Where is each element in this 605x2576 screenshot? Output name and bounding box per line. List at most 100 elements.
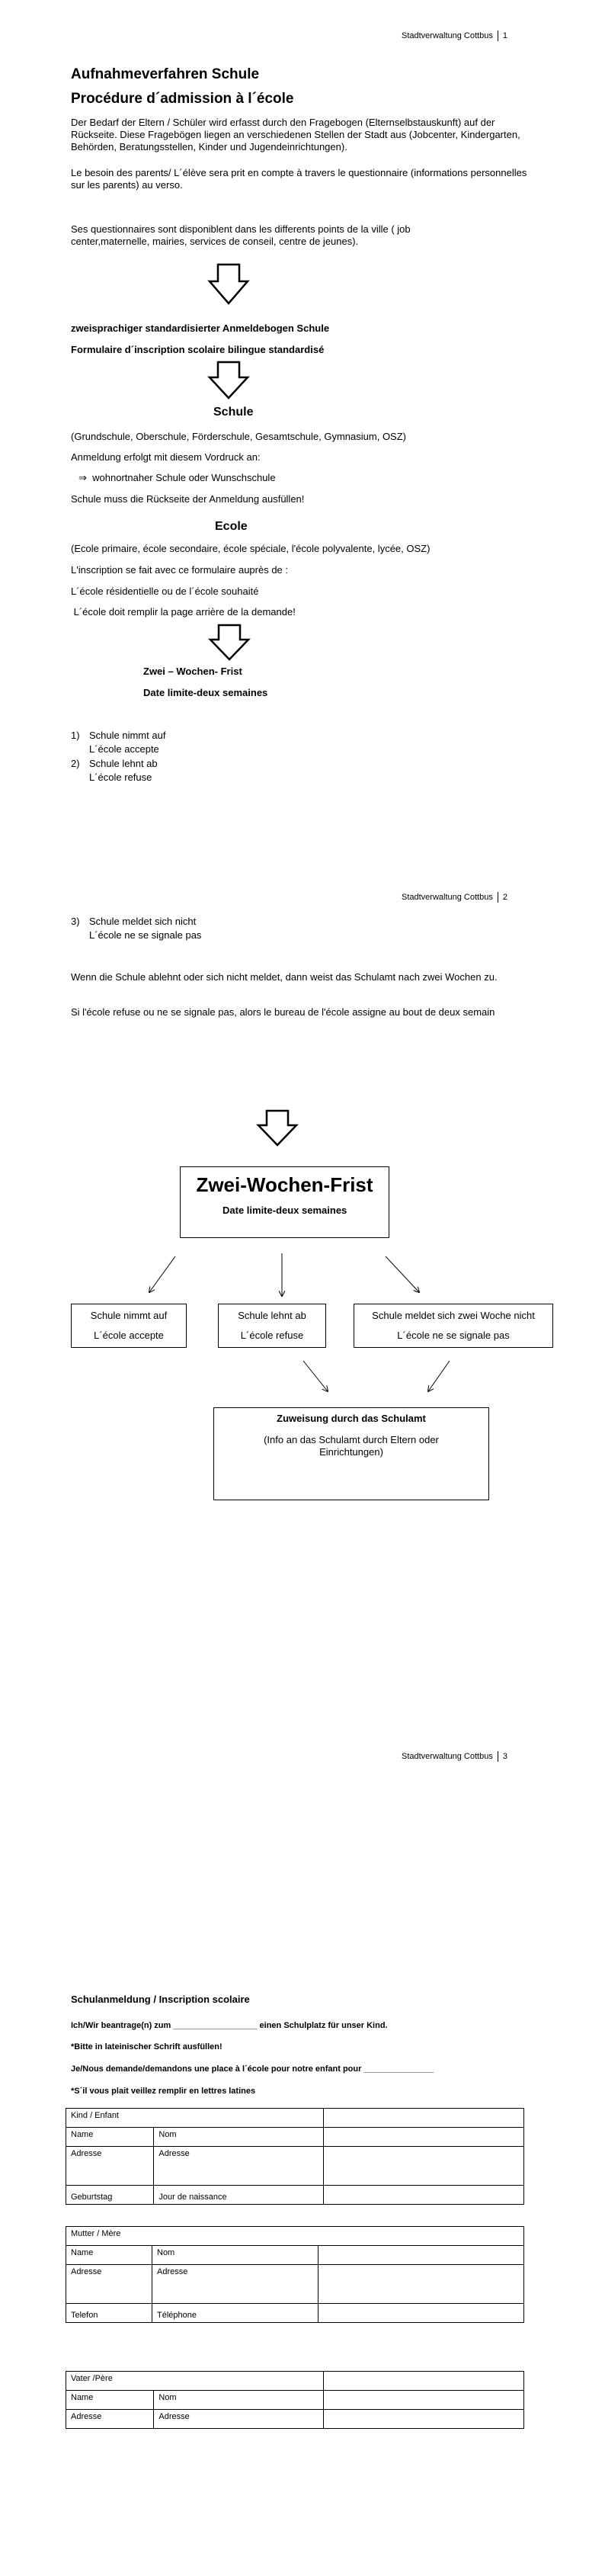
list-text-de: Schule lehnt ab (89, 758, 158, 769)
field-label-fr: Jour de naissance (153, 2185, 324, 2205)
down-arrow-icon (256, 1109, 299, 1147)
table-header: Mutter / Mère (66, 2226, 524, 2246)
office-name: Stadtverwaltung Cottbus (402, 1751, 493, 1761)
field-label-fr: Adresse (153, 2146, 324, 2186)
down-arrow-icon (207, 263, 250, 305)
ecole-line1: L'inscription se fait avec ce formulaire… (71, 564, 289, 576)
field-label-fr: Nom (152, 2245, 319, 2265)
availability-fr: Ses questionnaires sont disponiblent dan… (71, 223, 411, 247)
list-item: 2) Schule lehnt ab (71, 758, 158, 770)
field-label-de: Adresse (66, 2264, 152, 2304)
outcome-box: Schule lehnt ab L´école refuse (218, 1304, 326, 1348)
office-name: Stadtverwaltung Cottbus (402, 30, 493, 40)
schule-line3: Schule muss die Rückseite der Anmeldung … (71, 493, 305, 505)
page-header: Stadtverwaltung Cottbus 3 (402, 1751, 507, 1762)
outcome-fr: L´école accepte (94, 1330, 164, 1341)
field-label-de: Name (65, 2390, 155, 2410)
field-label-de: Name (66, 2245, 152, 2265)
intro-fr: Le besoin des parents/ L´élève sera prit… (71, 167, 527, 191)
outcome-box: Schule meldet sich zwei Woche nicht L´éc… (354, 1304, 553, 1348)
schule-bullet-text: wohnortnaher Schule oder Wunschschule (92, 472, 276, 483)
field-label-de: Geburtstag (65, 2185, 155, 2205)
list-item: 3) Schule meldet sich nicht (71, 916, 196, 928)
table-header: Vater /Père (66, 2371, 324, 2391)
page-number: 2 (502, 892, 507, 902)
schule-heading: Schule (213, 406, 254, 419)
outcome-box: Schule nimmt auf L´école accepte (71, 1304, 187, 1348)
list-text-de: Schule meldet sich nicht (89, 916, 197, 927)
list-text-fr: L´école accepte (89, 743, 159, 755)
table-header: Kind / Enfant (66, 2108, 324, 2128)
form-name-de: zweisprachiger standardisierter Anmeldeb… (71, 322, 330, 334)
schule-bullet: ⇒ wohnortnaher Schule oder Wunschschule (78, 472, 276, 484)
outcome-fr: L´école ne se signale pas (397, 1330, 510, 1341)
outcome-fr: L´école refuse (240, 1330, 304, 1341)
field-label-de: Name (65, 2127, 155, 2147)
list-item: 1) Schule nimmt auf (71, 730, 165, 742)
field-label-fr: Nom (153, 2127, 324, 2147)
form-line3: Je/Nous demande/demandons une place à l´… (71, 2064, 434, 2074)
arrow-bullet-icon: ⇒ (78, 472, 87, 483)
field-label-fr: Adresse (153, 2409, 324, 2429)
zuweisung-title: Zuweisung durch das Schulamt (277, 1413, 426, 1424)
frist-box: Zwei-Wochen-Frist Date limite-deux semai… (180, 1166, 389, 1238)
paragraph-fr: Si l'école refuse ou ne se signale pas, … (71, 1006, 495, 1018)
page-number: 3 (502, 1751, 507, 1761)
field-label-fr: Téléphone (152, 2303, 319, 2323)
field-label-de: Adresse (65, 2409, 155, 2429)
list-text-fr: L´école ne se signale pas (89, 929, 202, 941)
ecole-line3: L´école doit remplir la page arrière de … (71, 606, 296, 618)
paragraph-de: Wenn die Schule ablehnt oder sich nicht … (71, 971, 498, 983)
list-number: 3) (71, 916, 80, 927)
frist-fr: Date limite-deux semaines (143, 687, 268, 698)
name-field[interactable] (318, 2245, 524, 2265)
page-header: Stadtverwaltung Cottbus 2 (402, 892, 507, 903)
list-text-fr: L´école refuse (89, 772, 152, 783)
address-field[interactable] (323, 2146, 524, 2186)
outcome-de: Schule meldet sich zwei Woche nicht (372, 1310, 535, 1321)
intro-de: Der Bedarf der Eltern / Schüler wird erf… (71, 117, 520, 152)
form-name-fr: Formulaire d´inscription scolaire biling… (71, 344, 325, 355)
down-arrow-icon (208, 624, 251, 661)
form-title: Schulanmeldung / Inscription scolaire (71, 1994, 250, 2005)
zuweisung-subtitle: (Info an das Schulamt durch Eltern oder … (264, 1434, 439, 1458)
address-field[interactable] (318, 2264, 524, 2304)
birthday-field[interactable] (323, 2185, 524, 2205)
ecole-line2: L´école résidentielle ou de l´école souh… (71, 585, 259, 597)
outcome-de: Schule nimmt auf (90, 1310, 168, 1321)
office-name: Stadtverwaltung Cottbus (402, 892, 493, 902)
field-label-fr: Adresse (152, 2264, 319, 2304)
zuweisung-box: Zuweisung durch das Schulamt (Info an da… (213, 1407, 489, 1500)
field-label-fr: Nom (153, 2390, 324, 2410)
form-line4: *S´il vous plait veillez remplir en lett… (71, 2087, 256, 2096)
field-label-de: Telefon (66, 2303, 152, 2323)
outcome-de: Schule lehnt ab (238, 1310, 306, 1321)
page-number: 1 (502, 30, 507, 40)
down-arrow-icon (207, 361, 250, 399)
field-label-de: Adresse (65, 2146, 155, 2186)
frist-box-subtitle: Date limite-deux semaines (222, 1205, 347, 1216)
list-number: 1) (71, 730, 80, 741)
page-title-de: Aufnahmeverfahren Schule (71, 66, 260, 82)
page-header: Stadtverwaltung Cottbus 1 (402, 30, 507, 41)
frist-box-title: Zwei-Wochen-Frist (196, 1173, 373, 1196)
schule-types: (Grundschule, Oberschule, Förderschule, … (71, 431, 406, 442)
ecole-heading: Ecole (215, 520, 248, 533)
flow-arrows (302, 1360, 450, 1403)
ecole-types: (Ecole primaire, école secondaire, école… (71, 543, 431, 554)
list-number: 2) (71, 758, 80, 769)
name-field[interactable] (323, 2127, 524, 2147)
list-text-de: Schule nimmt auf (89, 730, 166, 741)
address-field[interactable] (323, 2409, 524, 2429)
form-line1: Ich/Wir beantrage(n) zum _______________… (71, 2021, 388, 2030)
schule-line1: Anmeldung erfolgt mit diesem Vordruck an… (71, 451, 261, 463)
frist-de: Zwei – Wochen- Frist (143, 666, 242, 677)
phone-field[interactable] (318, 2303, 524, 2323)
page-title-fr: Procédure d´admission à l´école (71, 91, 294, 107)
name-field[interactable] (323, 2390, 524, 2410)
flow-arrows (0, 1253, 605, 1372)
form-line2: *Bitte in lateinischer Schrift ausfüllen… (71, 2042, 222, 2051)
